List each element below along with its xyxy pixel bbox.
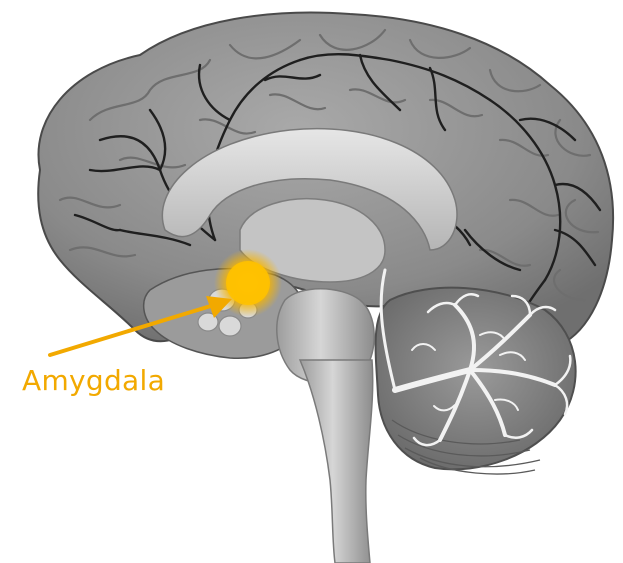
brainstem	[300, 360, 373, 563]
amygdala-label: Amygdala	[22, 364, 165, 397]
